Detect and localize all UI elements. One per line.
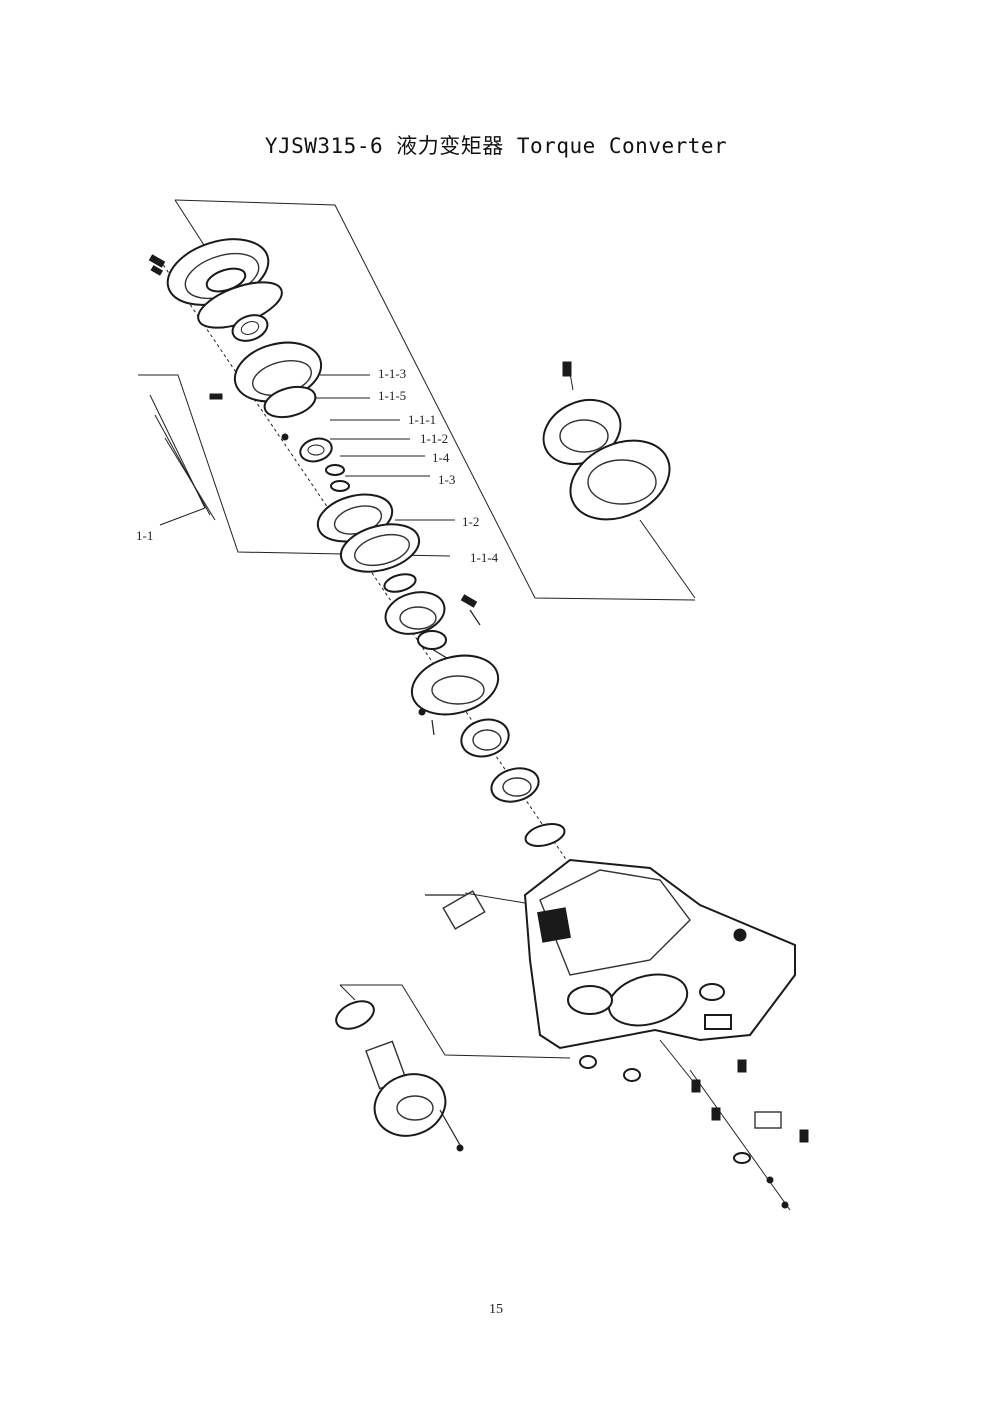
housing-part: [523, 858, 796, 1050]
spacer-ring-part: [383, 573, 417, 593]
callout-1-1: 1-1: [136, 528, 153, 543]
callout-1-1-2: 1-1-2: [420, 431, 448, 446]
callout-1-4: 1-4: [432, 450, 450, 465]
turbine-bearing-part: [299, 437, 333, 463]
side-cover-part: [542, 361, 696, 599]
callout-1-1-5: 1-1-5: [378, 388, 406, 403]
callout-1-1-3: 1-1-3: [378, 366, 406, 381]
drain-plug-part: [579, 1039, 701, 1091]
callout-1-1-4: 1-1-4: [470, 550, 499, 565]
callout-1-3: 1-3: [438, 472, 455, 487]
pump-gear-part: [460, 718, 510, 758]
callout-1-2: 1-2: [462, 514, 479, 529]
guide-wheel-part: [339, 523, 421, 573]
output-shaft-part: [335, 984, 571, 1152]
driven-gear-part: [490, 767, 540, 803]
gasket-plate-part: [425, 890, 526, 930]
page-number: 15: [489, 1302, 503, 1317]
seal-ring-part: [524, 823, 566, 847]
leader-lines: [315, 374, 455, 521]
pump-wheel-part: [209, 341, 323, 441]
shaft-part: [417, 630, 451, 661]
snap-ring-part: [325, 464, 350, 492]
bolt-set-part: [689, 1059, 809, 1211]
page-title: YJSW315-6 液力变矩器 Torque Converter: [264, 134, 728, 158]
distributor-part: [410, 654, 500, 736]
gear-hub-part: [384, 591, 481, 635]
bearing-part: [231, 314, 269, 342]
callout-1-1-1: 1-1-1: [408, 412, 436, 427]
